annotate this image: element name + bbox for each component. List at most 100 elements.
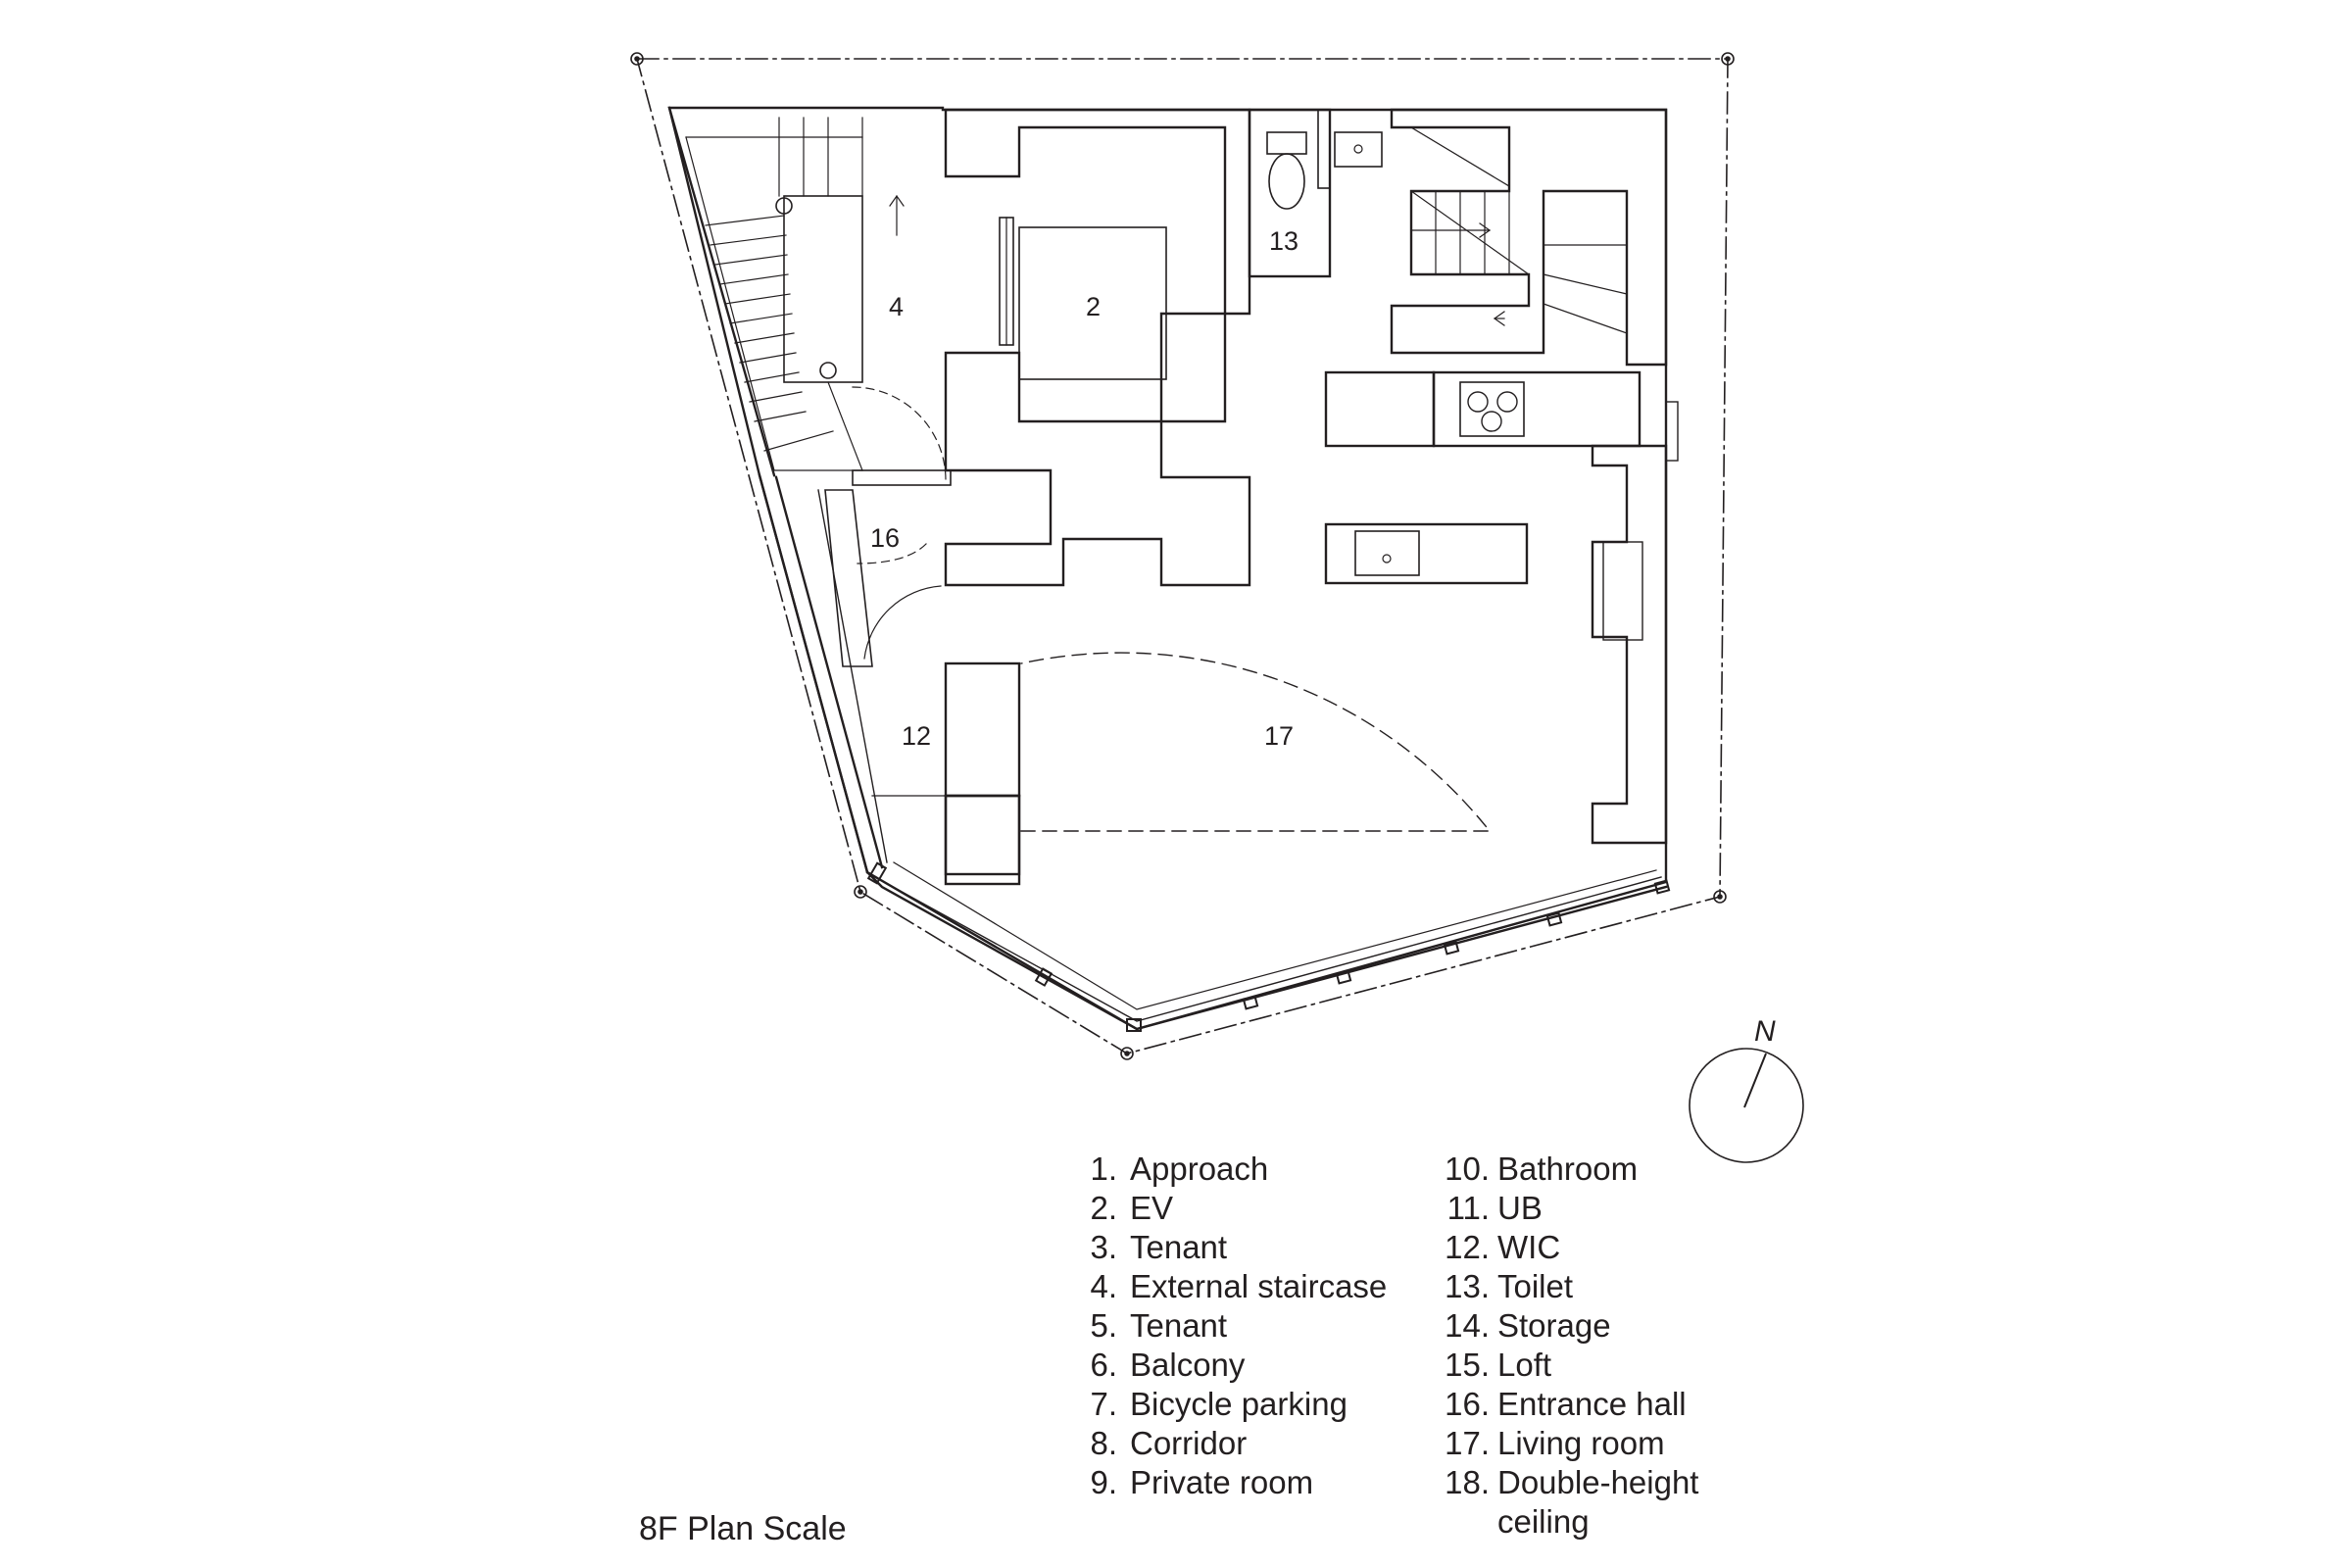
legend-item: 2. EV (1086, 1189, 1173, 1228)
room-label-external-staircase: 4 (889, 292, 904, 321)
compass-north-label: N (1754, 1015, 1776, 1048)
stair-landing (783, 195, 863, 383)
legend-item-number: 9. (1090, 1464, 1117, 1500)
legend-item-number: 7. (1090, 1386, 1117, 1422)
legend-item: 3.Tenant (1086, 1228, 1227, 1267)
wic-shelf (944, 662, 1021, 798)
living-wall-block (944, 794, 1021, 876)
legend-item: 7. Bicycle parking (1086, 1385, 1347, 1424)
legend-item-label: Bicycle parking (1130, 1386, 1348, 1422)
legend-item: 5. Tenant (1086, 1306, 1227, 1346)
toilet-room (1248, 108, 1332, 278)
legend-item: 11.UB (1431, 1189, 1543, 1228)
legend-item: 16.Entrance hall (1431, 1385, 1687, 1424)
wic-door-swing (863, 585, 942, 660)
entrance-door-swing (852, 386, 947, 481)
west-wall-inner-2 (817, 489, 888, 863)
legend-item-label: Toilet (1497, 1268, 1574, 1304)
legend-item-label: Balcony (1130, 1347, 1246, 1383)
sink-drain (1382, 554, 1392, 564)
entrance-wall-top (852, 469, 952, 486)
wic-shelf-lower (944, 794, 1021, 886)
double-height-outline (1020, 652, 1492, 832)
room-label-wic: 12 (902, 721, 931, 751)
legend-item-number: 17. (1445, 1425, 1490, 1461)
kitchen-counter-left (1324, 370, 1436, 448)
legend-item-number: 5. (1090, 1307, 1117, 1344)
legend-item-label: Tenant (1130, 1307, 1228, 1344)
legend-item-number: 8. (1090, 1425, 1117, 1461)
legend-item: 8. Corridor (1086, 1424, 1247, 1463)
sink-bowl (1354, 530, 1420, 576)
burner-1 (1467, 391, 1489, 413)
external-staircase-treads (685, 117, 863, 471)
balcony-edge-outer (865, 870, 1668, 1031)
legend-item-number: 12. (1445, 1229, 1490, 1265)
legend-item: 17.Living room (1431, 1424, 1664, 1463)
legend-item-label: Corridor (1130, 1425, 1248, 1461)
toilet-tank (1266, 131, 1307, 155)
legend-item-number: 6. (1090, 1347, 1117, 1383)
legend-item: 13.Toilet (1431, 1267, 1573, 1306)
east-storage (1591, 444, 1668, 845)
balcony-edge-inner (883, 876, 1662, 1022)
ev-core-walls (944, 108, 1251, 587)
legend-item-number: 11. (1446, 1190, 1490, 1226)
legend-item-label: WIC (1497, 1229, 1561, 1265)
legend-item-label: Loft (1497, 1347, 1552, 1383)
boundary-markers (630, 52, 1735, 1060)
east-cabinet (1602, 541, 1643, 641)
legend-item: 1. Approach (1086, 1150, 1268, 1189)
legend-item-label: EV (1130, 1190, 1174, 1226)
legend-item-number: 2. (1090, 1190, 1117, 1226)
compass-circle (1689, 1048, 1804, 1163)
legend-item-number: 16. (1445, 1386, 1490, 1422)
north-compass: N (1689, 1015, 1804, 1163)
wash-basin (1334, 131, 1383, 168)
stair-wall-outer (667, 106, 776, 477)
room-label-entrance-hall: 16 (870, 523, 900, 553)
legend-item-label: Bathroom (1497, 1151, 1639, 1187)
entrance-closet (824, 489, 873, 667)
legend-item: 9. Private room (1086, 1463, 1313, 1502)
right-stair-arrows (1410, 222, 1505, 326)
legend-item: 14.Storage (1431, 1306, 1610, 1346)
legend-item-number: 18. (1445, 1464, 1490, 1500)
room-label-living-room: 17 (1264, 721, 1294, 751)
toilet-bowl (1268, 153, 1305, 210)
legend-item-number: 4. (1090, 1268, 1117, 1304)
legend-item-label: Tenant (1130, 1229, 1228, 1265)
legend-item-number: 10. (1445, 1151, 1490, 1187)
balcony-rail (893, 861, 1657, 1010)
legend-item-label: UB (1497, 1190, 1543, 1226)
burner-3 (1481, 411, 1502, 432)
legend-item-number: 1. (1090, 1151, 1117, 1187)
right-staircase-treads (1410, 126, 1628, 334)
compass-needle (1743, 1053, 1767, 1108)
wash-basin-tap (1353, 144, 1363, 154)
hall-door-swing (857, 543, 927, 564)
legend-item: 4. External staircase (1086, 1267, 1387, 1306)
stair-arrow (889, 194, 905, 236)
legend-item-label: Private room (1130, 1464, 1314, 1500)
ev-car (1018, 226, 1167, 380)
west-wall-inner (774, 475, 884, 869)
window-mullions (866, 861, 1671, 1032)
east-window (1665, 401, 1679, 462)
legend-item-label: Approach (1130, 1151, 1269, 1187)
kitchen-island (1324, 522, 1529, 585)
site-boundary (635, 58, 1729, 1054)
room-label-toilet: 13 (1269, 226, 1298, 256)
building-outline-outer (667, 106, 1668, 1031)
legend-item-number: 15. (1445, 1347, 1490, 1383)
toilet-wall-seg (1317, 109, 1331, 189)
legend-item: 18.Double-height ceiling (1431, 1463, 1698, 1540)
plan-title: 8F Plan Scale (639, 1510, 847, 1547)
legend-item-number: 14. (1445, 1307, 1490, 1344)
room-labels: 2 4 12 13 16 17 (870, 226, 1298, 751)
legend-item-label: External staircase (1130, 1268, 1388, 1304)
legend-item: 6. Balcony (1086, 1346, 1245, 1385)
burner-2 (1496, 391, 1518, 413)
